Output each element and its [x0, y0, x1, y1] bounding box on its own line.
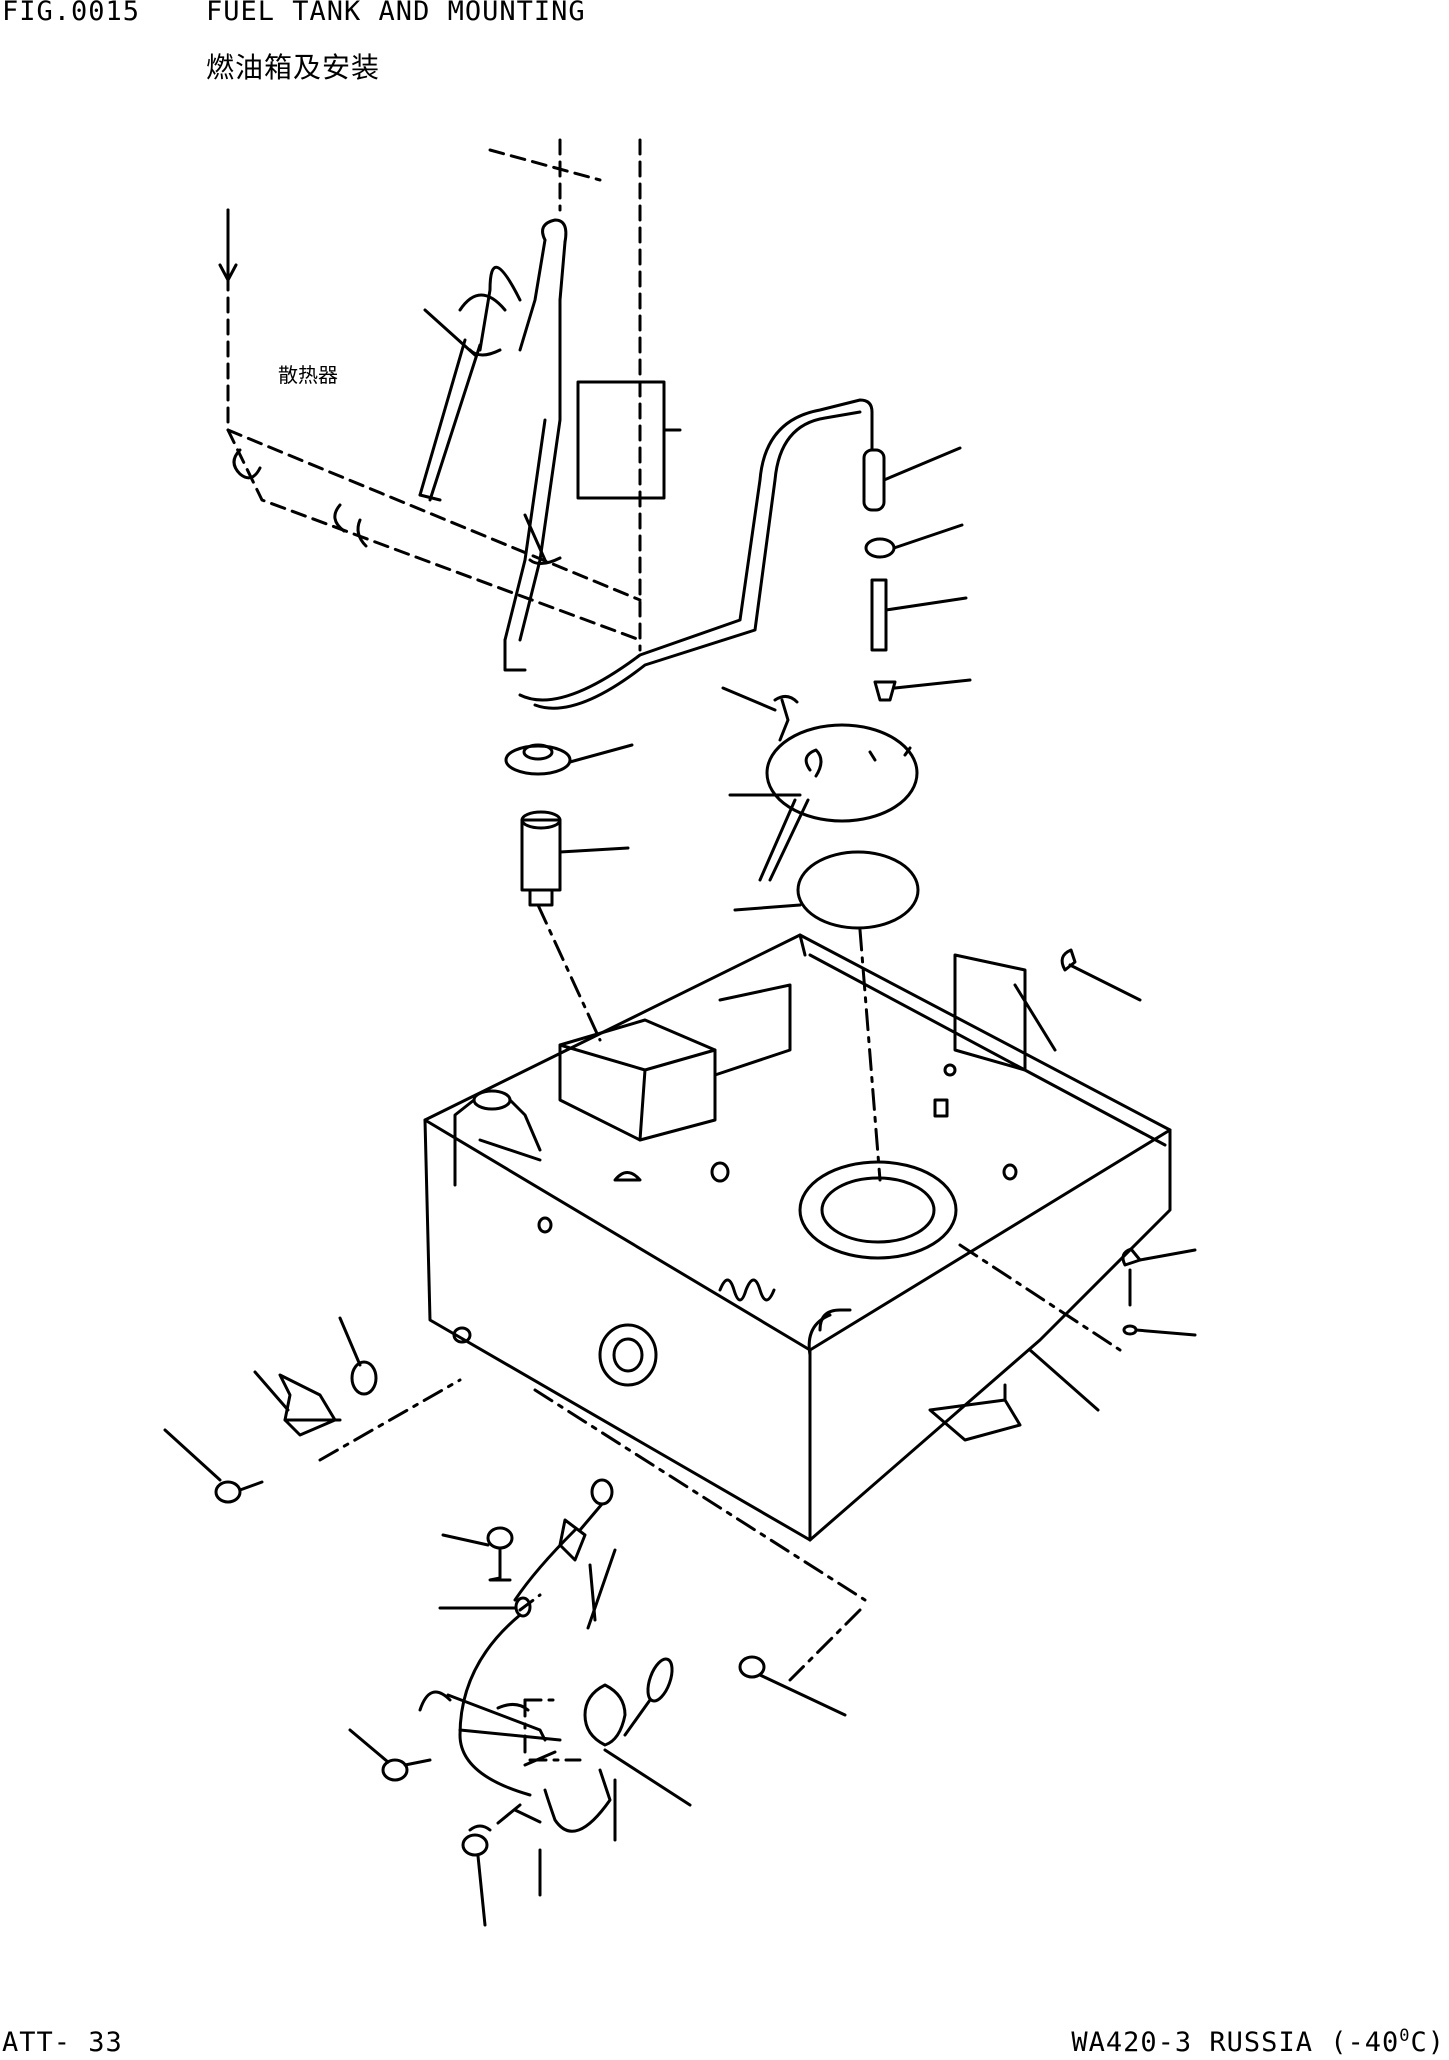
figure-title: FUEL TANK AND MOUNTING	[206, 0, 586, 27]
assembly-leader-lines	[318, 903, 1122, 1682]
upper-hose	[418, 218, 682, 672]
model-text: WA420-3 RUSSIA (-40	[1071, 2027, 1400, 2058]
lower-harness	[348, 1478, 847, 1927]
fuel-tank	[423, 933, 1172, 1542]
mount-bracket-left	[163, 1316, 378, 1504]
degree-superscript: 0	[1399, 2026, 1411, 2046]
harness-dashed-links	[518, 1593, 582, 1762]
model-label: WA420-3 RUSSIA (-400C)	[1071, 2026, 1445, 2058]
tank-callouts	[1013, 948, 1197, 1412]
figure-title-chinese: 燃油箱及安装	[206, 51, 381, 84]
figure-number: FIG.0015	[2, 0, 141, 27]
page-number: ATT- 33	[2, 2027, 123, 2058]
cap-and-strainer	[504, 743, 634, 907]
cover-plate-and-gasket	[721, 686, 920, 930]
return-hose	[518, 398, 874, 710]
hose-clamps	[423, 308, 562, 565]
radiator-fittings	[232, 448, 368, 548]
radiator-label: 散热器	[278, 363, 338, 387]
model-unit: C)	[1410, 2027, 1445, 2058]
filler-parts	[862, 446, 972, 702]
radiator-outline	[226, 138, 642, 652]
